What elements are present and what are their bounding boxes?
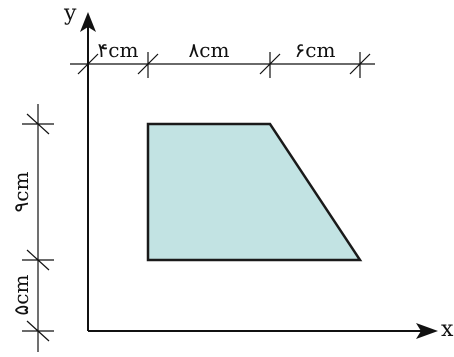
y-axis-label: y [63, 1, 77, 26]
y-axis-arrowhead [80, 12, 96, 32]
x-axis-arrowhead [416, 323, 438, 339]
x-axis-label: x [441, 317, 454, 342]
top-dim-label-1: ۴cm [98, 38, 139, 62]
trapezoid-shape [146, 122, 363, 262]
top-tick-0 [77, 53, 99, 75]
left-dim-label-2: ۵cm [9, 275, 33, 316]
axes [87, 22, 428, 332]
top-dim-label-2: ۸cm [189, 38, 230, 62]
top-dimension [70, 52, 375, 78]
top-dim-label-3: ۶cm [295, 38, 336, 62]
left-dim-label-1: ۹cm [9, 172, 33, 213]
left-dimension [22, 104, 54, 352]
